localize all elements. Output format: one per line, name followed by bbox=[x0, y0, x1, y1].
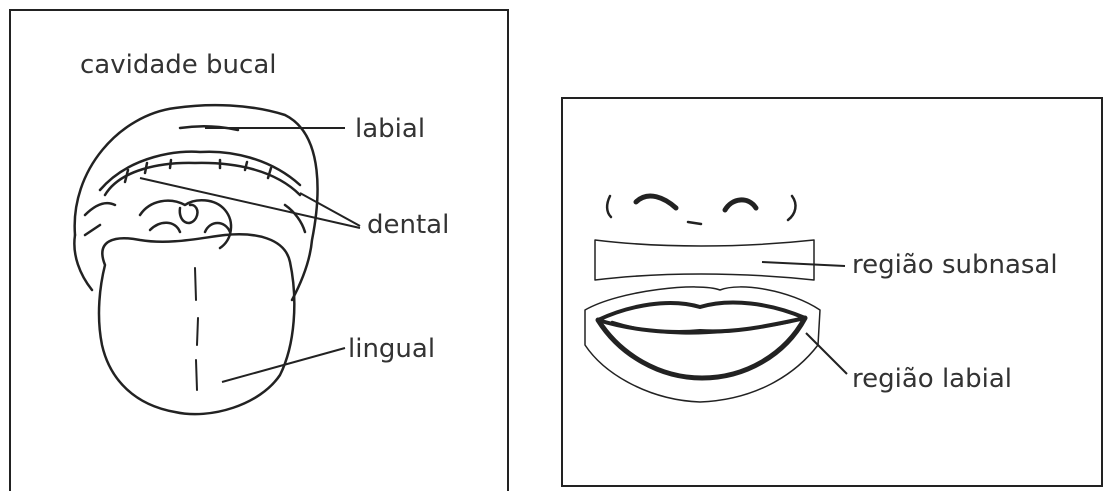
leader-dental-1 bbox=[139, 177, 361, 229]
oral-cavity-panel bbox=[9, 9, 509, 491]
label-labial-region: região labial bbox=[852, 364, 1012, 394]
left-leader-lines bbox=[139, 127, 361, 383]
panel-title-oral-cavity: cavidade bucal bbox=[80, 50, 277, 80]
leader-dental-2 bbox=[299, 192, 361, 227]
nose-tip bbox=[686, 220, 703, 226]
leader-subnasal bbox=[761, 261, 846, 267]
mouth-illustration bbox=[73, 103, 319, 416]
leader-lingual bbox=[221, 347, 346, 383]
nostril-right bbox=[722, 197, 759, 213]
subnasal-region-outline bbox=[594, 239, 815, 281]
upper-lip-inner bbox=[98, 150, 302, 192]
tongue bbox=[97, 233, 296, 416]
uvula bbox=[178, 203, 199, 225]
label-labial: labial bbox=[355, 114, 426, 144]
right-leader-lines bbox=[761, 261, 848, 375]
lip-line bbox=[610, 320, 792, 335]
throat bbox=[138, 199, 233, 250]
face-regions-panel bbox=[561, 97, 1103, 487]
nose-left-side bbox=[605, 194, 613, 219]
tongue-midline bbox=[194, 267, 199, 391]
leader-region-labial bbox=[805, 332, 848, 375]
upper-teeth bbox=[103, 161, 302, 197]
label-subnasal-region: região subnasal bbox=[852, 250, 1058, 280]
nose-right-side bbox=[786, 194, 797, 222]
mouth-outer-outline bbox=[73, 103, 319, 302]
label-lingual: lingual bbox=[348, 334, 436, 364]
label-dental: dental bbox=[367, 210, 450, 240]
mouth-left-cheek bbox=[73, 233, 94, 292]
nostril-left bbox=[633, 193, 679, 211]
lower-lip bbox=[595, 315, 808, 381]
